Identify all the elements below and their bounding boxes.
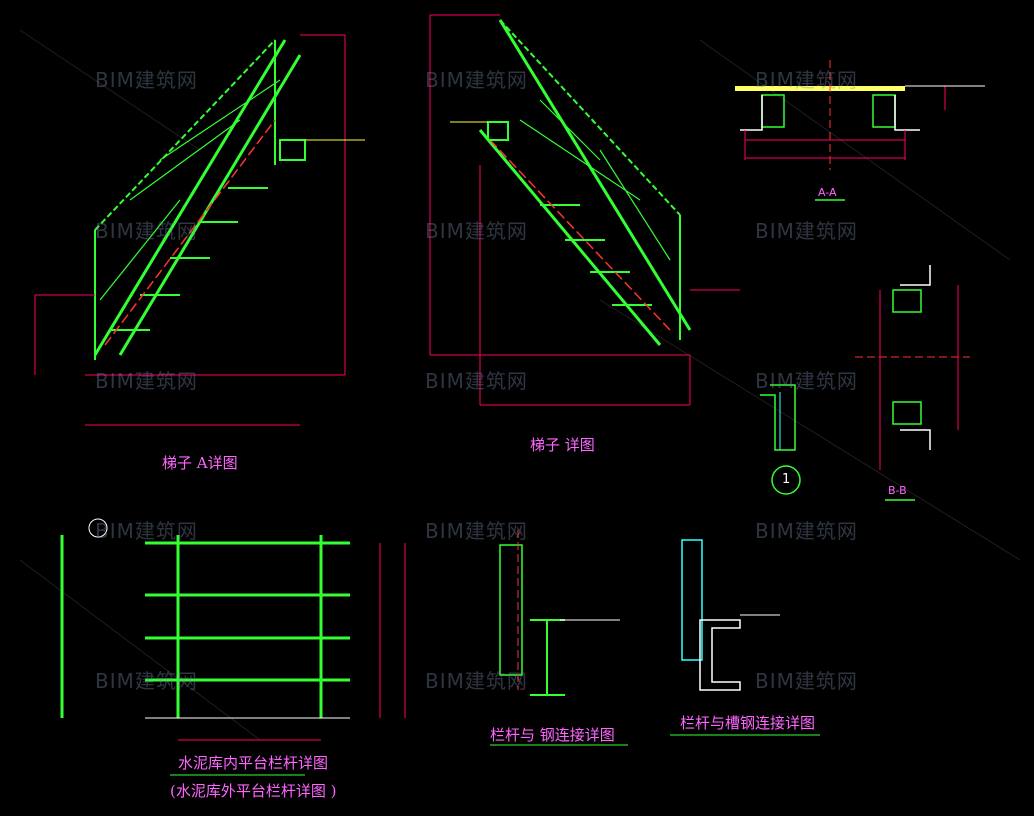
railing-steel-connection-title: 栏杆与 钢连接详图 xyxy=(490,726,615,744)
watermark: BIM建筑网 xyxy=(95,219,198,243)
section-bb-title: B-B xyxy=(888,484,907,497)
ladder-a-detail-title: 梯子 A详图 xyxy=(162,454,238,472)
detail-1-mark: 1 xyxy=(782,472,791,487)
watermark: BIM建筑网 xyxy=(755,68,858,92)
railing-channel-connection-drawing[interactable] xyxy=(670,539,820,736)
watermark: BIM建筑网 xyxy=(95,519,198,543)
watermark: BIM建筑网 xyxy=(95,68,198,92)
watermark: BIM建筑网 xyxy=(425,519,528,543)
watermark: BIM建筑网 xyxy=(95,669,198,693)
ladder-detail-drawing[interactable] xyxy=(429,14,740,406)
watermark: BIM建筑网 xyxy=(755,219,858,243)
watermark: BIM建筑网 xyxy=(425,219,528,243)
background-guides xyxy=(19,29,1021,741)
watermark: BIM建筑网 xyxy=(425,669,528,693)
watermark: BIM建筑网 xyxy=(425,68,528,92)
railing-channel-connection-title: 栏杆与槽钢连接详图 xyxy=(680,714,816,732)
detail-1-drawing[interactable] xyxy=(760,384,801,495)
railing-steel-connection-drawing[interactable] xyxy=(490,530,628,746)
section-aa-drawing[interactable] xyxy=(735,60,985,201)
watermark: BIM建筑网 xyxy=(95,369,198,393)
watermark: BIM建筑网 xyxy=(755,369,858,393)
watermark: BIM建筑网 xyxy=(755,669,858,693)
ladder-detail-title: 梯子 详图 xyxy=(530,436,595,454)
watermark: BIM建筑网 xyxy=(425,369,528,393)
section-bb-drawing[interactable] xyxy=(855,265,970,501)
ladder-a-drawing[interactable] xyxy=(34,34,365,426)
outer-railing-title: (水泥库外平台栏杆详图 ) xyxy=(170,782,337,800)
platform-railing-drawing[interactable] xyxy=(60,518,406,776)
inner-railing-title: 水泥库内平台栏杆详图 xyxy=(178,754,329,772)
section-aa-title: A-A xyxy=(818,186,837,199)
watermark: BIM建筑网 xyxy=(755,519,858,543)
